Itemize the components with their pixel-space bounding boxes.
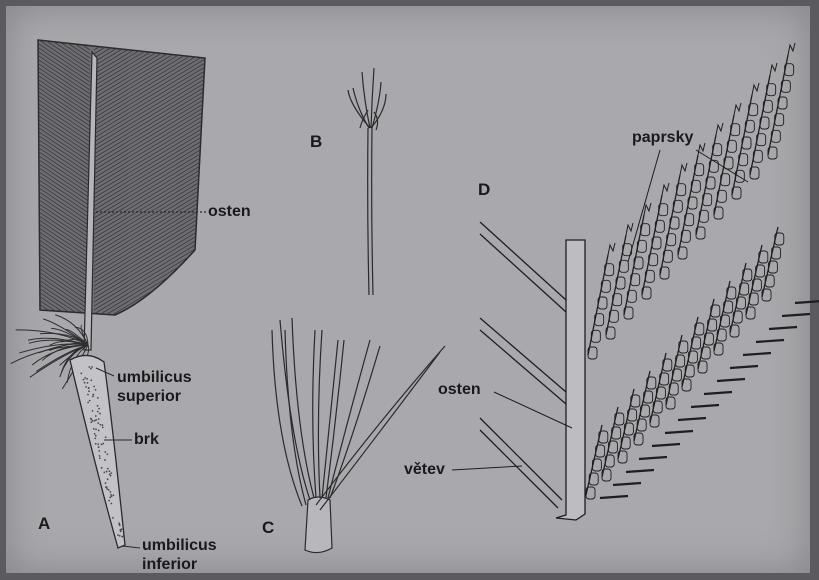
label-umbilicus-superior-line1: umbilicus: [117, 368, 192, 387]
label-vetev: větev: [404, 460, 445, 479]
label-paprsky: paprsky: [632, 128, 693, 147]
label-brk: brk: [134, 430, 159, 449]
structure-d: [452, 43, 819, 520]
label-umbilicus-inferior-line2: inferior: [142, 555, 197, 574]
label-osten-d: osten: [438, 380, 481, 399]
panel-label-c: C: [262, 518, 274, 537]
down-feather-c: [272, 318, 445, 553]
filoplume-b: [348, 68, 386, 295]
feather-a: [11, 0, 210, 548]
panel-label-b: B: [310, 132, 322, 151]
label-umbilicus-inferior-line1: umbilicus: [142, 536, 217, 555]
label-osten-a: osten: [208, 202, 251, 221]
label-umbilicus-superior-line2: superior: [117, 387, 181, 406]
panel-label-a: A: [38, 514, 50, 533]
panel-label-d: D: [478, 180, 490, 199]
